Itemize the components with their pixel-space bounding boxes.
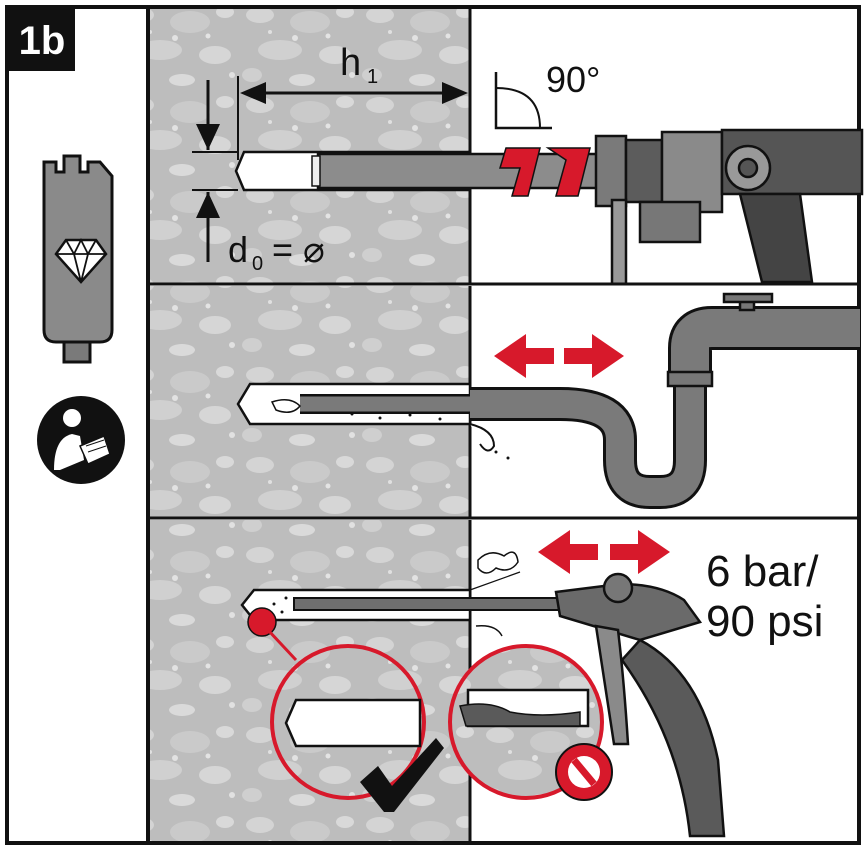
d0-equals-diameter: = ⌀ (272, 229, 325, 270)
pressure-line1: 6 bar/ (706, 547, 819, 596)
h1-subscript: 1 (367, 66, 378, 88)
step-badge-label: 1b (19, 19, 66, 63)
diamond-core-bit-icon (42, 154, 114, 364)
pressure-line2: 90 psi (706, 597, 823, 646)
step-badge: 1b (9, 9, 75, 71)
panel-water-flushing (150, 286, 860, 520)
panel-air-blowing: 6 bar/ 90 psi (150, 520, 823, 841)
inspection-point (247, 607, 277, 637)
correct-checkmark-icon (360, 738, 444, 812)
angle-label: 90° (546, 59, 600, 100)
d0-label: d (228, 229, 248, 270)
dirty-hole-callout (448, 644, 613, 801)
right-angle-icon (494, 72, 552, 130)
read-manual-icon (37, 396, 125, 484)
air-blow-gun (554, 572, 726, 838)
clean-hole-callout (270, 644, 444, 812)
drill-machine (594, 128, 864, 286)
double-arrow-icon (494, 334, 624, 378)
panel-drilling: h 1 d 0 = ⌀ 90° (150, 9, 864, 286)
double-arrow-icon (538, 530, 670, 574)
rotation-arrows-icon (498, 147, 591, 197)
diamond-icon (54, 237, 108, 284)
d0-subscript: 0 (252, 253, 263, 275)
prohibited-icon (555, 743, 613, 801)
h1-label: h (340, 42, 361, 84)
